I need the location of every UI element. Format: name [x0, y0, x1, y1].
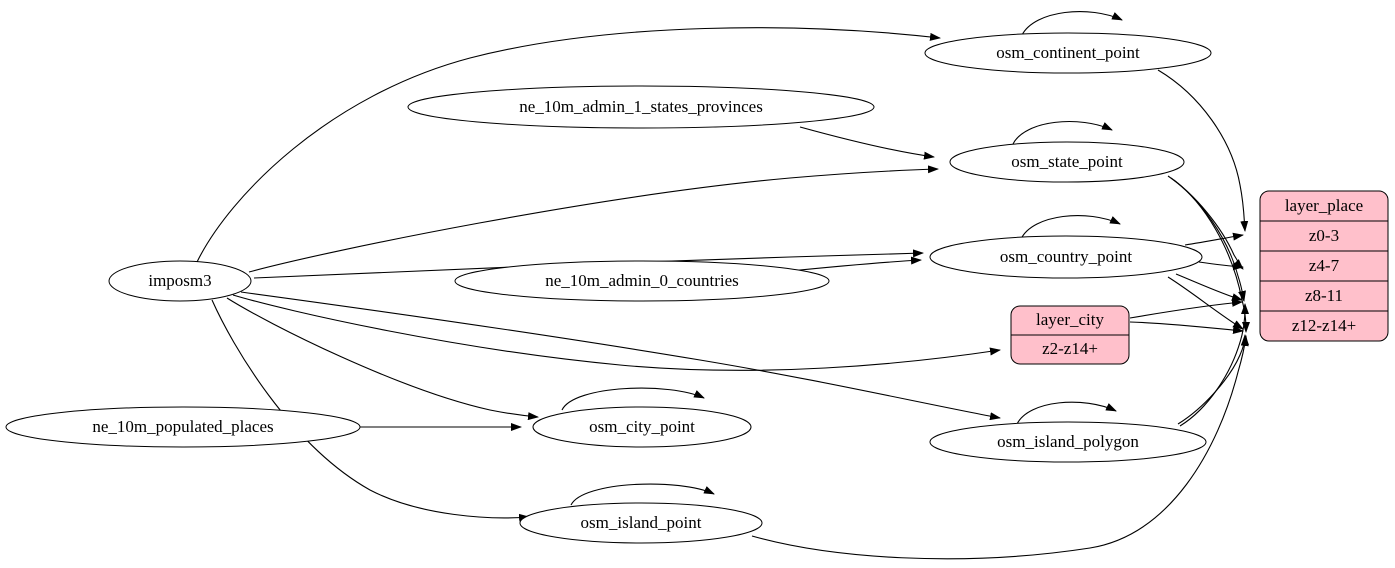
- edge-imposm3-to-osm-city-point: [226, 297, 539, 421]
- edges-layer: [196, 11, 1250, 560]
- edge-osm-island-polygon-to-z12-z14: [1177, 334, 1249, 425]
- record-layer-city[interactable]: layer_city z2-z14+: [1010, 305, 1130, 365]
- edge-osm-country-point-to-z4-7: [1198, 261, 1244, 271]
- node-osm-continent-point-shape[interactable]: [924, 32, 1212, 74]
- node-osm-continent-point[interactable]: osm_continent_point: [924, 32, 1212, 74]
- edge-osm-country-point-to-z12-z14: [1167, 276, 1244, 330]
- edge-layer-city-to-z12-z14: [1129, 321, 1244, 335]
- node-osm-city-point-shape[interactable]: [532, 406, 752, 448]
- node-ne-states-shape[interactable]: [407, 85, 875, 129]
- edge-osm-continent-point-to-z0-3: [1157, 69, 1249, 232]
- edge-selfloop-osm-country-point: [1020, 215, 1121, 240]
- edge-ne-states-to-osm-state-point: [799, 126, 935, 160]
- edge-imposm3-to-osm-island-point: [211, 299, 530, 522]
- edge-selfloop-osm-island-polygon: [1016, 401, 1117, 425]
- node-osm-state-point[interactable]: osm_state_point: [949, 141, 1185, 183]
- edge-imposm3-to-osm-island-polygon: [240, 291, 1001, 421]
- edge-osm-island-point-to-z12-z14: [751, 335, 1249, 560]
- node-osm-country-point[interactable]: osm_country_point: [929, 235, 1203, 279]
- node-osm-island-point[interactable]: osm_island_point: [519, 502, 763, 544]
- edge-osm-country-point-to-z0-3: [1184, 232, 1244, 246]
- node-ne-10m-admin-0-countries[interactable]: ne_10m_admin_0_countries: [454, 260, 830, 302]
- record-layer-place-box[interactable]: [1259, 190, 1389, 342]
- edge-layer-city-to-z8-11: [1129, 298, 1243, 319]
- edge-osm-state-point-to-z12-z14: [1173, 179, 1250, 333]
- node-osm-state-point-shape[interactable]: [949, 141, 1185, 183]
- node-ne-countries-shape[interactable]: [454, 260, 830, 302]
- node-ne-populated-shape[interactable]: [5, 406, 361, 448]
- edge-osm-state-point-to-z8-11: [1170, 177, 1246, 302]
- edge-selfloop-osm-city-point: [561, 387, 705, 411]
- node-osm-island-polygon-shape[interactable]: [929, 421, 1207, 463]
- node-imposm3[interactable]: imposm3: [108, 260, 252, 302]
- node-imposm3-shape[interactable]: [108, 260, 252, 302]
- node-ne-10m-populated-places[interactable]: ne_10m_populated_places: [5, 406, 361, 448]
- record-layer-place[interactable]: layer_place z0-3 z4-7 z8-11 z12-z14+: [1259, 190, 1389, 342]
- edge-selfloop-osm-island-point: [570, 483, 715, 506]
- edge-imposm3-to-osm-state-point: [248, 165, 939, 273]
- edge-selfloop-osm-continent-point: [1021, 11, 1123, 36]
- node-osm-city-point[interactable]: osm_city_point: [532, 406, 752, 448]
- edge-imposm3-to-layer-city: [232, 294, 1001, 371]
- edge-imposm3-to-osm-continent-point: [196, 27, 941, 263]
- edge-ne-countries-to-osm-country-point: [789, 256, 922, 272]
- edge-selfloop-osm-state-point: [1012, 120, 1113, 145]
- node-ne-10m-admin-1-states-provinces[interactable]: ne_10m_admin_1_states_provinces: [407, 85, 875, 129]
- nodes-layer: imposm3 ne_10m_admin_1_states_provinces …: [5, 32, 1212, 544]
- edge-osm-country-point-to-z8-11: [1175, 273, 1243, 301]
- node-osm-country-point-shape[interactable]: [929, 235, 1203, 279]
- node-osm-island-point-shape[interactable]: [519, 502, 763, 544]
- node-osm-island-polygon[interactable]: osm_island_polygon: [929, 421, 1207, 463]
